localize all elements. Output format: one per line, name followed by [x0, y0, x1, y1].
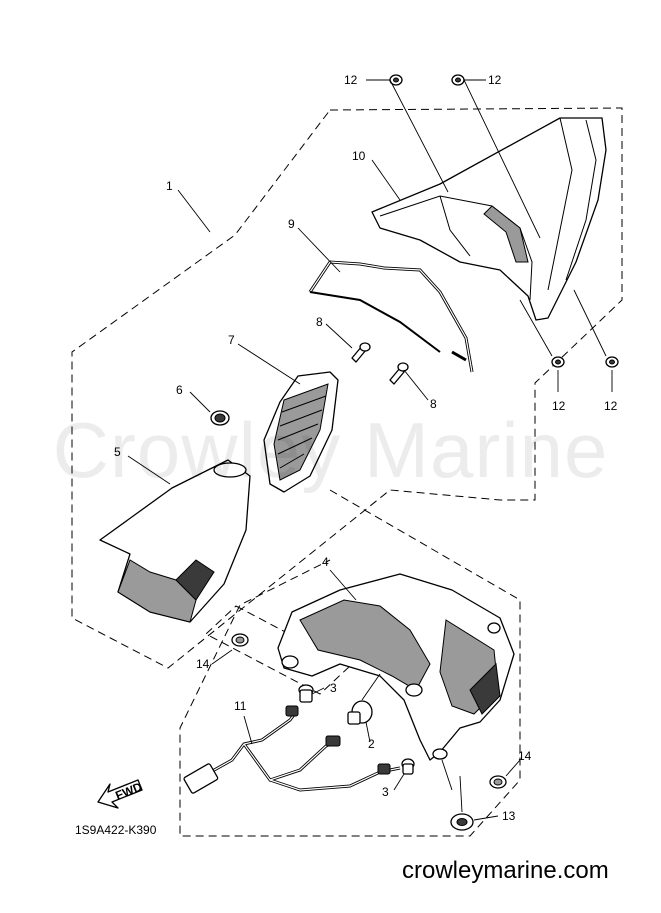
callout-1: 1 [166, 179, 173, 193]
part-2-bulb [347, 700, 373, 725]
part-13-grommet [450, 813, 474, 831]
fwd-arrow-icon: FWD [97, 779, 144, 809]
callout-12b: 12 [488, 73, 502, 87]
part-3-socket-a [298, 684, 314, 703]
callout-13: 13 [502, 809, 516, 823]
callout-9: 9 [288, 217, 295, 231]
callout-3a: 3 [330, 681, 337, 695]
drawing-code: 1S9A422-K390 [75, 823, 157, 837]
part-8-screw-b [389, 362, 409, 385]
callout-8a: 8 [316, 315, 323, 329]
part-10-tail-cover [371, 117, 607, 321]
watermark: Crowley Marine [52, 406, 609, 494]
part-11-wire-harness [183, 705, 401, 794]
callout-4: 4 [322, 555, 329, 569]
callout-11: 11 [234, 699, 247, 713]
part-8-screw-a [351, 342, 371, 363]
callout-8b: 8 [430, 397, 437, 411]
callout-14b: 14 [518, 749, 532, 763]
callout-5: 5 [114, 445, 121, 459]
callout-6: 6 [176, 383, 183, 397]
callout-3b: 3 [382, 785, 389, 799]
leader-lines [127, 79, 613, 821]
website-link[interactable]: crowleymarine.com [402, 857, 609, 884]
part-12-grommet-d [605, 356, 619, 368]
callout-12d: 12 [604, 399, 618, 413]
callout-2: 2 [368, 737, 375, 751]
part-7-grille-panel [263, 371, 339, 493]
part-6-cap [210, 410, 230, 426]
part-12-grommet-b [451, 74, 465, 86]
part-14-grommet-a [231, 633, 249, 647]
callout-7: 7 [228, 333, 235, 347]
lower-group-boundary [179, 489, 521, 837]
fwd-label: FWD [113, 779, 144, 802]
assembly-1-boundary [71, 107, 623, 669]
part-5-side-cover [99, 459, 251, 623]
callout-14a: 14 [196, 657, 210, 671]
part-3-socket-b [401, 758, 415, 775]
part-12-grommet-c [551, 356, 565, 368]
part-4-rear-fender [277, 573, 515, 761]
callout-12a: 12 [344, 73, 358, 87]
part-14-grommet-b [489, 775, 507, 789]
callout-10: 10 [352, 149, 366, 163]
callout-12c: 12 [552, 399, 566, 413]
part-9-wire-tail [309, 291, 441, 353]
